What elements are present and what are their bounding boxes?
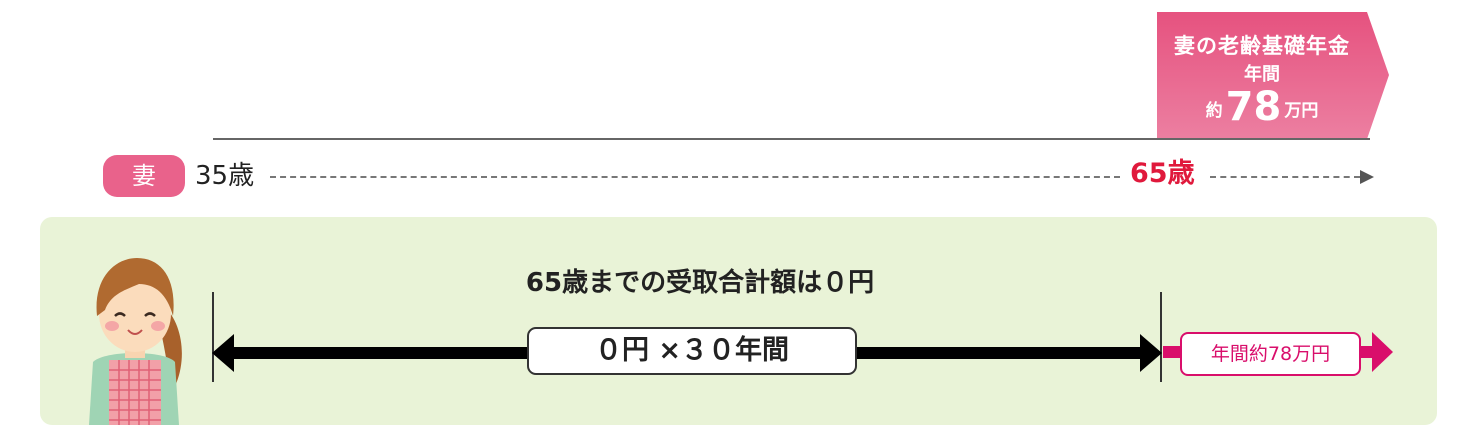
start-age-label: 35歳 [195, 161, 255, 191]
pension-approx: 約 [1205, 101, 1223, 121]
timeline-dashed-line-end [1210, 176, 1360, 178]
arrow-left-icon [212, 334, 234, 372]
pension-period: 年間 [1244, 64, 1280, 85]
arrow-right-icon [1140, 334, 1162, 372]
pension-title: 妻の老齢基礎年金 [1174, 34, 1350, 58]
timeline-arrow-icon [1360, 170, 1374, 184]
green-panel [40, 217, 1437, 425]
calculation-box: ０円 ×３０年間 [527, 327, 857, 375]
pension-unit: 万円 [1284, 101, 1319, 121]
timeline-dashed-line [270, 176, 1120, 178]
total-received-caption: 65歳までの受取合計額は０円 [525, 268, 875, 298]
wife-badge: 妻 [103, 155, 185, 197]
pension-arrow-icon [1372, 332, 1393, 372]
pension-age-label: 65歳 [1130, 158, 1195, 189]
timeline-top-line [213, 138, 1370, 140]
woman-illustration-icon [89, 258, 182, 425]
pension-amount: 78 [1225, 84, 1282, 130]
annual-amount-box: 年間約78万円 [1180, 332, 1361, 376]
